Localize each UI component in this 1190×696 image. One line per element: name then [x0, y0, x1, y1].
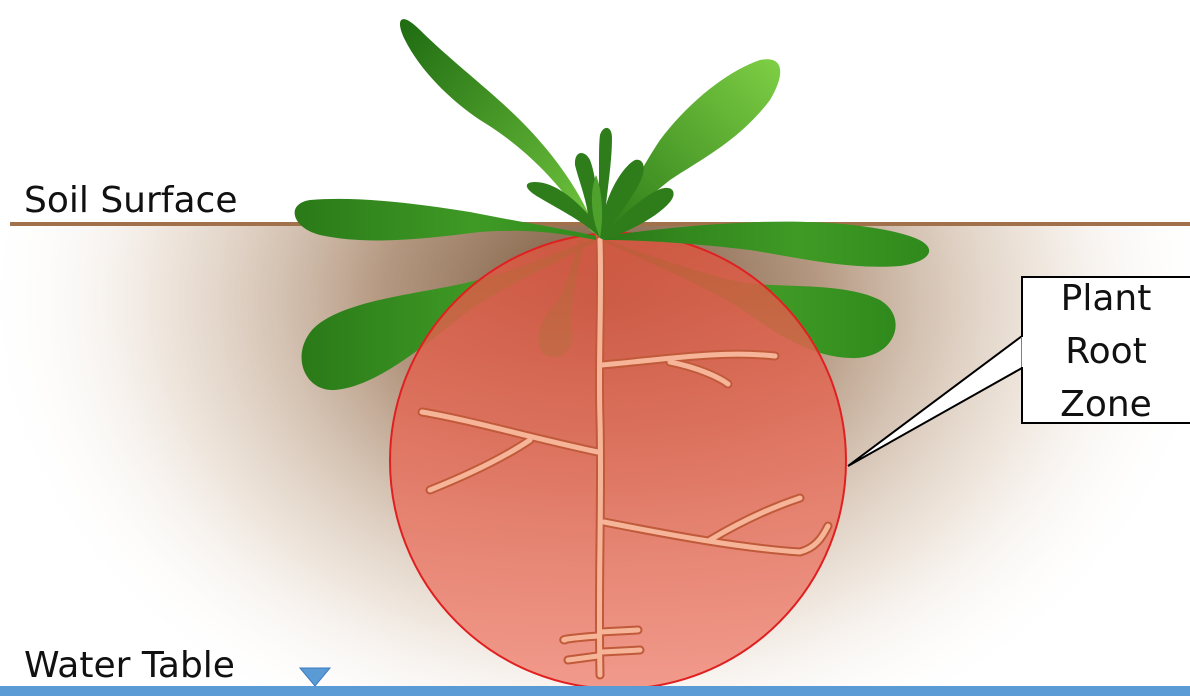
- soil-surface-label: Soil Surface: [24, 183, 237, 219]
- root-zone-callout: Plant Root Zone: [1022, 277, 1190, 423]
- water-table-label: Water Table: [24, 648, 235, 684]
- water-table-line: [0, 686, 1190, 696]
- callout-line-zone: Zone: [1060, 387, 1152, 423]
- callout-line-plant: Plant: [1061, 281, 1152, 317]
- root-zone-circle: [390, 233, 846, 689]
- callout-line-root: Root: [1065, 334, 1147, 370]
- plant-leaves-upper: [295, 19, 930, 267]
